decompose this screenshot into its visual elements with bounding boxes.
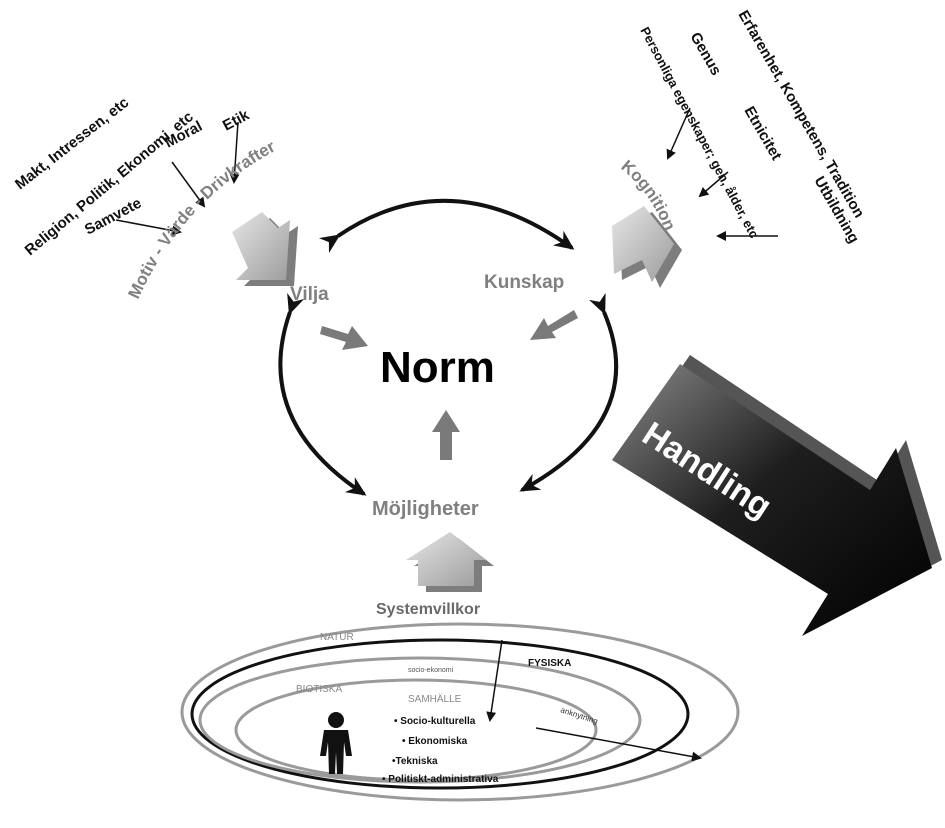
node-norm: Norm [380,343,495,392]
system-items: • Socio-kulturella • Ekonomiska •Teknisk… [382,716,499,785]
ring-label-samhalle: SAMHÄLLE [408,693,462,705]
ring-label-biotiska: BIOTISKA [296,684,342,695]
node-kunskap: Kunskap [484,272,564,293]
ring-label-socioekonomi: socio-ekonomi [408,667,454,674]
motiv-block-arrow [232,212,298,286]
system-inner-arrows [486,639,702,762]
handling-arrow: Handling [612,355,942,636]
ring-label-fysiska: FYSISKA [528,658,571,669]
input-etik: Etik [220,106,253,134]
input-genus: Genus [687,30,725,79]
system-item-socio: • Socio-kulturella [394,716,476,727]
system-rings [180,622,740,802]
ring-label-natur: NATUR [320,632,354,643]
node-vilja: Vilja [290,284,329,305]
systemvillkor-label: Systemvillkor [376,601,480,618]
kognition-block-arrow [612,206,682,288]
system-item-tekniska: •Tekniska [392,756,438,767]
norm-feed-arrows [320,310,578,460]
person-icon [320,712,352,774]
cycle-arrows [278,198,619,496]
input-etnicitet: Etnicitet [741,104,785,164]
system-item-ekonomiska: • Ekonomiska [402,736,468,747]
node-mojligheter: Möjligheter [372,498,479,520]
system-block-arrow [406,532,494,592]
system-item-politiskt: • Politiskt-administrativa [382,774,499,785]
motiv-input-arrows [115,121,240,236]
kognition-input-arrows [666,107,778,241]
